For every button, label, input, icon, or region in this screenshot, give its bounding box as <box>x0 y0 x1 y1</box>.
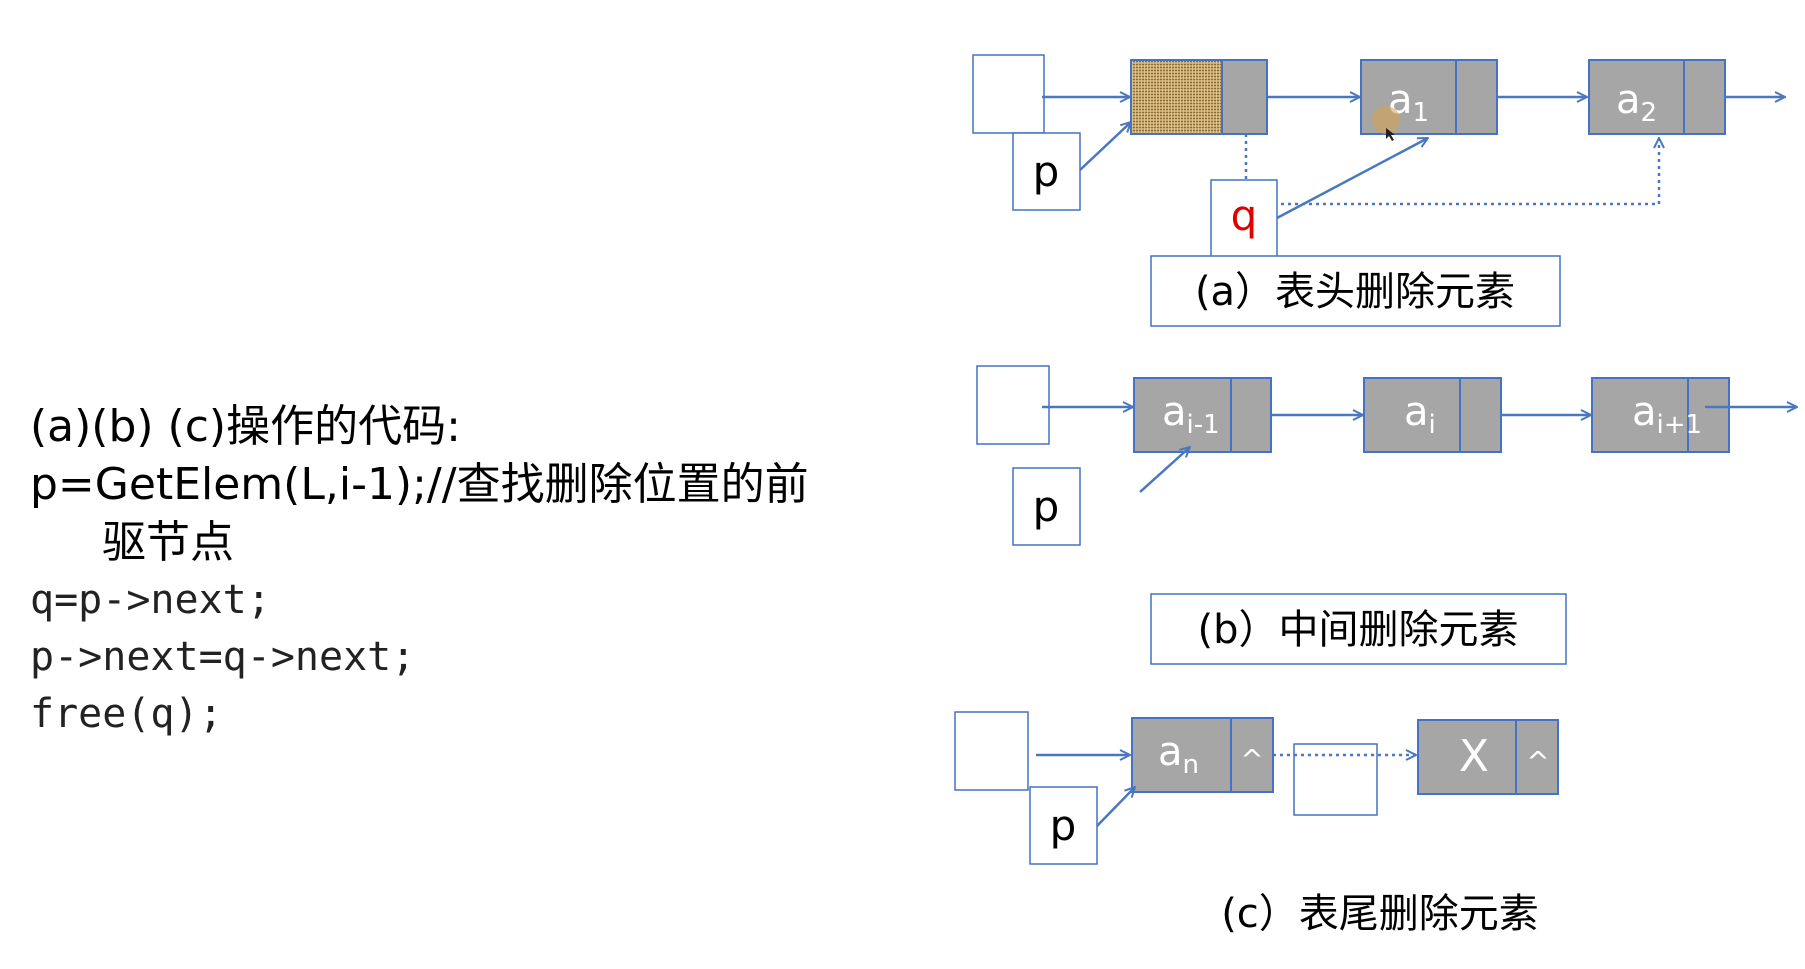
pointer-p-box <box>1012 132 1081 211</box>
node-an-label: an <box>1158 729 1199 780</box>
diagram-a: a1 a2 p q (a）表头删除元素 <box>972 54 1785 327</box>
deleted-node <box>1417 719 1559 795</box>
caption-box <box>1150 593 1567 665</box>
head-pointer-box <box>976 365 1050 445</box>
head-pointer-box <box>954 711 1029 791</box>
node-ai-1-label: ai-1 <box>1162 389 1220 440</box>
pointer-p-box <box>1029 786 1098 865</box>
diagram-c: an ^ X ^ p (c）表尾删除元素 <box>954 711 1559 937</box>
arrow <box>1079 122 1131 171</box>
arrow <box>1096 787 1135 827</box>
arrow <box>1276 136 1428 220</box>
list-node <box>1591 377 1730 453</box>
pointer-p-label: p <box>1033 147 1060 196</box>
caption-c: (c）表尾删除元素 <box>1221 891 1539 937</box>
pointer-q-box <box>1210 179 1278 258</box>
code-heading: (a)(b) (c)操作的代码: <box>30 401 461 452</box>
code-line-getelem: p=GetElem(L,i-1);//查找删除位置的前 <box>30 459 809 510</box>
head-node-data-texture <box>1132 61 1222 133</box>
null-pointer-label: ^ <box>1240 743 1263 776</box>
cursor-highlight <box>1372 106 1400 134</box>
node-a2-label: a2 <box>1616 77 1657 128</box>
bypass-dotted-arrow <box>1244 134 1659 206</box>
list-node <box>1363 377 1502 453</box>
head-pointer-box <box>972 54 1045 134</box>
code-block: (a)(b) (c)操作的代码: p=GetElem(L,i-1);//查找删除… <box>30 398 910 743</box>
list-node <box>1588 59 1726 135</box>
pointer-p-label: p <box>1050 801 1077 850</box>
empty-box <box>1293 743 1378 816</box>
diagram-b: ai-1 ai ai+1 p (b）中间删除元素 <box>976 365 1797 665</box>
node-ai+1-label: ai+1 <box>1632 389 1702 440</box>
pointer-p-box <box>1012 467 1081 546</box>
code-line-getelem-cont: 驱节点 <box>102 517 234 568</box>
caption-b: (b）中间删除元素 <box>1198 607 1519 653</box>
pointer-p-label: p <box>1033 482 1060 531</box>
caption-box <box>1150 255 1561 327</box>
deleted-node-x-label: X <box>1459 731 1489 782</box>
arrow <box>1139 447 1190 493</box>
node-ai-label: ai <box>1404 389 1436 440</box>
list-node-tail <box>1131 717 1274 793</box>
pointer-q-label: q <box>1231 191 1258 240</box>
caption-a: (a）表头删除元素 <box>1195 269 1515 315</box>
code-line-free: free(q); <box>30 691 223 737</box>
null-pointer-label: ^ <box>1526 745 1549 778</box>
mouse-cursor-icon <box>1386 128 1395 141</box>
code-line-p-next: p->next=q->next; <box>30 634 416 680</box>
code-line-q-assign: q=p->next; <box>30 577 271 623</box>
